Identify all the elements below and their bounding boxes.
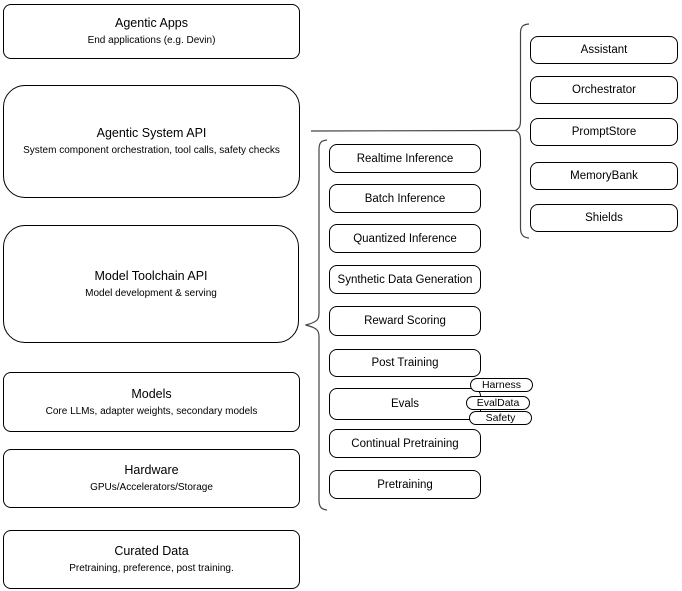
evals-badge-evaldata: EvalData bbox=[466, 396, 530, 410]
toolchain-item-reward-scoring: Reward Scoring bbox=[329, 306, 481, 336]
system-components-brace bbox=[514, 23, 530, 239]
box-agentic-system-api: Agentic System API System component orch… bbox=[3, 85, 300, 198]
box-agentic-apps: Agentic Apps End applications (e.g. Devi… bbox=[3, 4, 300, 59]
system-item-promptstore: PromptStore bbox=[530, 118, 678, 146]
system-item-memorybank: MemoryBank bbox=[530, 162, 678, 190]
toolchain-item-realtime-inference: Realtime Inference bbox=[329, 144, 481, 173]
toolchain-item-post-training: Post Training bbox=[329, 349, 481, 377]
box-models: Models Core LLMs, adapter weights, secon… bbox=[3, 372, 300, 432]
toolchain-item-quantized-inference: Quantized Inference bbox=[329, 224, 481, 253]
evals-badge-safety: Safety bbox=[469, 411, 532, 425]
box-models-title: Models bbox=[131, 386, 172, 401]
box-curated-data-subtitle: Pretraining, preference, post training. bbox=[69, 563, 234, 574]
box-agentic-system-api-title: Agentic System API bbox=[96, 126, 207, 140]
box-agentic-apps-subtitle: End applications (e.g. Devin) bbox=[87, 35, 216, 46]
system-item-assistant: Assistant bbox=[530, 36, 678, 64]
box-model-toolchain-api-title: Model Toolchain API bbox=[94, 268, 208, 283]
system-connector-line bbox=[310, 129, 516, 132]
system-item-shields: Shields bbox=[530, 204, 678, 232]
box-hardware-title: Hardware bbox=[124, 463, 179, 477]
box-model-toolchain-api: Model Toolchain API Model development & … bbox=[3, 225, 299, 343]
toolchain-item-batch-inference: Batch Inference bbox=[329, 184, 481, 213]
box-curated-data-title: Curated Data bbox=[114, 544, 189, 558]
evals-badge-harness: Harness bbox=[470, 378, 533, 392]
box-hardware-subtitle: GPUs/Accelerators/Storage bbox=[90, 482, 213, 493]
box-models-subtitle: Core LLMs, adapter weights, secondary mo… bbox=[45, 405, 258, 417]
box-agentic-apps-title: Agentic Apps bbox=[115, 16, 188, 30]
toolchain-item-evals: Evals bbox=[329, 388, 481, 420]
box-agentic-system-api-subtitle: System component orchestration, tool cal… bbox=[23, 145, 280, 156]
toolchain-item-continual-pretraining: Continual Pretraining bbox=[329, 429, 481, 458]
toolchain-item-synthetic-data-generation: Synthetic Data Generation bbox=[329, 265, 481, 294]
box-model-toolchain-api-subtitle: Model development & serving bbox=[85, 287, 217, 299]
box-hardware: Hardware GPUs/Accelerators/Storage bbox=[3, 449, 300, 508]
system-item-orchestrator: Orchestrator bbox=[530, 76, 678, 104]
toolchain-brace bbox=[305, 139, 328, 511]
box-curated-data: Curated Data Pretraining, preference, po… bbox=[3, 530, 300, 589]
toolchain-item-pretraining: Pretraining bbox=[329, 470, 481, 499]
